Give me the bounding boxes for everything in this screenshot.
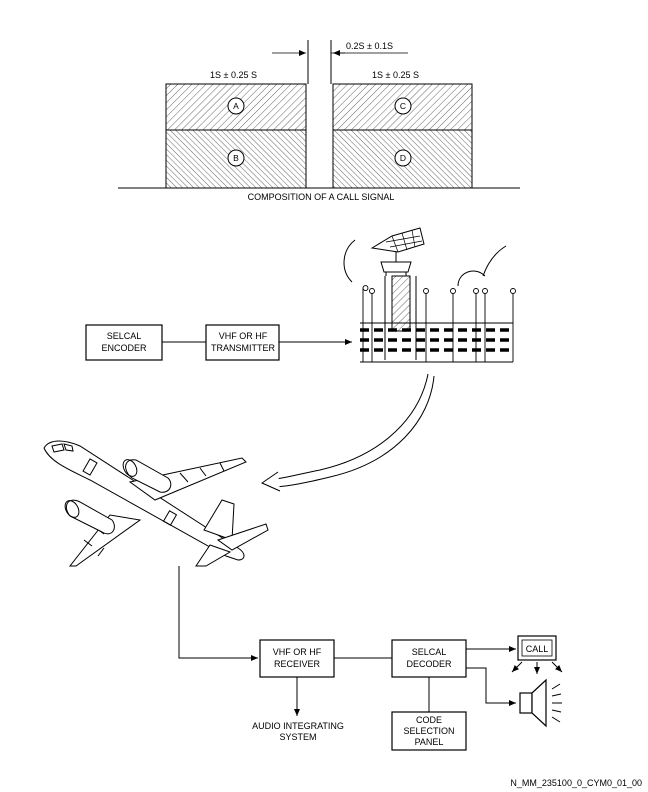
audio-line-1: AUDIO INTEGRATING — [252, 721, 344, 731]
code-panel-line-1: CODE — [416, 715, 442, 725]
receiver-line-2: RECEIVER — [274, 659, 321, 669]
right-tone-duration-label: 1S ± 0.25 S — [372, 70, 419, 80]
call-signal-caption: COMPOSITION OF A CALL SIGNAL — [248, 192, 395, 202]
selcal-decoder-box — [391, 639, 467, 678]
figure-id: N_MM_235100_0_CYM0_01_00 — [510, 778, 642, 788]
decoder-line-2: DECODER — [406, 659, 452, 669]
code-selection-panel-box — [391, 711, 467, 751]
tone-label-c: C — [400, 101, 406, 111]
airport-tower-illustration — [343, 227, 516, 363]
code-panel-line-3: PANEL — [415, 737, 444, 747]
receiver-line-1: VHF OR HF — [273, 647, 322, 657]
transmission-arrow — [260, 373, 435, 492]
tone-label-d: D — [400, 153, 406, 163]
vhf-hf-transmitter-box — [205, 324, 280, 361]
transmitter-line-1: VHF OR HF — [219, 331, 268, 341]
call-light-indicator: CALL — [511, 635, 563, 674]
encoder-line-1: SELCAL — [107, 331, 142, 341]
decoder-line-1: SELCAL — [412, 647, 447, 657]
call-light-label: CALL — [526, 644, 549, 654]
left-tone-duration-label: 1S ± 0.25 S — [210, 70, 257, 80]
aircraft-chain: VHF OR HF RECEIVER AUDIO INTEGRATING SYS… — [178, 566, 563, 751]
audio-line-2: SYSTEM — [279, 732, 316, 742]
encoder-line-2: ENCODER — [101, 343, 147, 353]
ground-chain: SELCAL ENCODER VHF OR HF TRANSMITTER — [85, 324, 352, 361]
vhf-hf-receiver-box — [259, 639, 335, 678]
code-panel-line-2: SELECTION — [403, 726, 454, 736]
tone-label-b: B — [233, 153, 239, 163]
gap-duration-label: 0.2S ± 0.1S — [346, 41, 393, 51]
transmitter-line-2: TRANSMITTER — [211, 343, 275, 353]
call-signal-composition: 0.2S ± 0.1S 1S ± 0.25 S 1S ± 0.25 S A B … — [118, 40, 520, 202]
aircraft-illustration — [43, 440, 269, 567]
tone-label-a: A — [233, 101, 239, 111]
speaker-icon — [519, 678, 562, 728]
